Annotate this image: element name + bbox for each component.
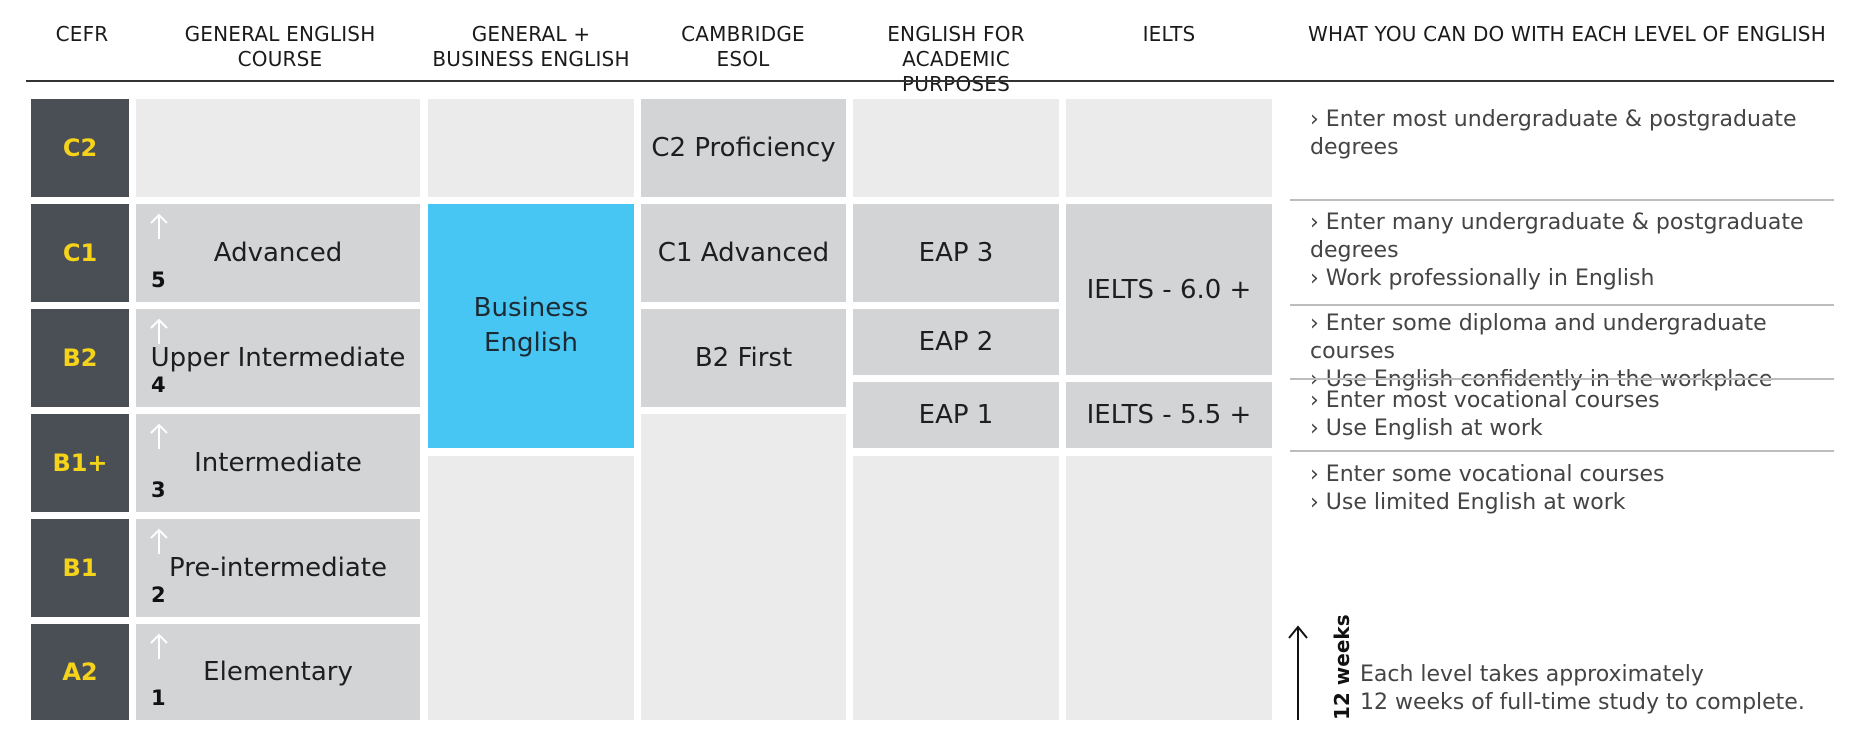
header-ielts: IELTS <box>1066 22 1272 47</box>
header-general-english: GENERAL ENGLISH COURSE <box>136 22 424 72</box>
header-what-you-can-do: WHAT YOU CAN DO WITH EACH LEVEL OF ENGLI… <box>1290 22 1834 47</box>
business-english-block: Business English <box>428 204 634 448</box>
arrow-up-icon <box>150 213 168 239</box>
eap-3: EAP 3 <box>853 204 1059 302</box>
header-ielts-line1: IELTS <box>1142 22 1196 46</box>
can-do-item: › Enter most undergraduate & postgraduat… <box>1310 107 1797 160</box>
header-cambridge-line2: ESOL <box>716 47 770 71</box>
cambridge-lower-empty <box>641 414 846 720</box>
header-business-line2: BUSINESS ENGLISH <box>432 47 630 71</box>
cambridge-c2-proficiency: C2 Proficiency <box>641 99 846 197</box>
eap-c2-empty <box>853 99 1059 197</box>
can-do-b2: › Enter some diploma and undergraduate c… <box>1310 310 1849 394</box>
level-number: 4 <box>151 373 166 397</box>
ielts-lower-empty <box>1066 456 1272 720</box>
header-cambridge-esol: CAMBRIDGE ESOL <box>640 22 846 72</box>
arrow-up-icon <box>150 528 168 554</box>
separator <box>1290 199 1834 201</box>
eap-lower-empty <box>853 456 1059 720</box>
header-cambridge-line1: CAMBRIDGE <box>681 22 805 46</box>
header-eap-line2: ACADEMIC PURPOSES <box>901 47 1011 96</box>
cambridge-b2-first: B2 First <box>641 309 846 407</box>
separator <box>1290 378 1834 380</box>
cambridge-c1-advanced: C1 Advanced <box>641 204 846 302</box>
eap-2: EAP 2 <box>853 309 1059 375</box>
header-cefr: CEFR <box>26 22 138 47</box>
arrow-up-icon <box>150 318 168 344</box>
level-label: Upper Intermediate <box>150 343 406 373</box>
header-business-line1: GENERAL + <box>471 22 591 46</box>
cefr-b1: B1 <box>31 519 129 617</box>
business-label-line2: English <box>484 328 578 358</box>
general-level-advanced: Advanced 5 <box>136 204 420 302</box>
eap-1: EAP 1 <box>853 382 1059 448</box>
weeks-note: Each level takes approximately 12 weeks … <box>1360 661 1805 717</box>
header-what-line1: WHAT YOU CAN DO WITH EACH LEVEL OF ENGLI… <box>1308 22 1826 46</box>
header-eap-line1: ENGLISH FOR <box>887 22 1025 46</box>
business-label-line1: Business <box>473 293 589 323</box>
level-label: Advanced <box>213 238 343 268</box>
can-do-c2: › Enter most undergraduate & postgraduat… <box>1310 106 1849 162</box>
header-divider <box>26 80 1834 82</box>
can-do-item: › Use English at work <box>1310 416 1543 441</box>
weeks-note-line2: 12 weeks of full-time study to complete. <box>1360 690 1805 715</box>
general-level-pre-intermediate: Pre-intermediate 2 <box>136 519 420 617</box>
business-lower-empty <box>428 456 634 720</box>
can-do-b1plus: › Enter most vocational courses › Use En… <box>1310 387 1660 443</box>
can-do-c1: › Enter many undergraduate & postgraduat… <box>1310 209 1849 293</box>
weeks-label: 12 weeks <box>1330 614 1354 720</box>
cefr-b2: B2 <box>31 309 129 407</box>
cefr-b1plus: B1+ <box>31 414 129 512</box>
header-general-line1: GENERAL ENGLISH <box>184 22 376 46</box>
general-level-elementary: Elementary 1 <box>136 624 420 720</box>
general-level-intermediate: Intermediate 3 <box>136 414 420 512</box>
weeks-note-line1: Each level takes approximately <box>1360 662 1704 687</box>
level-label: Intermediate <box>194 448 362 478</box>
level-number: 3 <box>151 478 166 502</box>
business-c2-empty <box>428 99 634 197</box>
separator <box>1290 450 1834 452</box>
can-do-item: › Enter most vocational courses <box>1310 388 1660 413</box>
level-label: Pre-intermediate <box>168 553 388 583</box>
header-general-line2: COURSE <box>237 47 323 71</box>
ielts-6: IELTS - 6.0 + <box>1066 204 1272 375</box>
header-eap: ENGLISH FOR ACADEMIC PURPOSES <box>846 22 1066 97</box>
general-c2-empty <box>136 99 420 197</box>
level-number: 1 <box>151 686 166 710</box>
can-do-b1: › Enter some vocational courses › Use li… <box>1310 461 1665 517</box>
can-do-item: › Use limited English at work <box>1310 490 1626 515</box>
general-level-upper-intermediate: Upper Intermediate 4 <box>136 309 420 407</box>
can-do-item: › Enter some vocational courses <box>1310 462 1665 487</box>
arrow-up-icon <box>1288 625 1308 720</box>
level-number: 5 <box>151 268 166 292</box>
can-do-item: › Enter some diploma and undergraduate c… <box>1310 311 1767 364</box>
arrow-up-icon <box>150 633 168 659</box>
header-business-english: GENERAL + BUSINESS ENGLISH <box>428 22 634 72</box>
cefr-a2: A2 <box>31 624 129 720</box>
can-do-item: › Work professionally in English <box>1310 266 1655 291</box>
arrow-up-icon <box>150 423 168 449</box>
header-cefr-line1: CEFR <box>55 22 109 46</box>
cefr-c2: C2 <box>31 99 129 197</box>
ielts-5-5: IELTS - 5.5 + <box>1066 382 1272 448</box>
level-number: 2 <box>151 583 166 607</box>
separator <box>1290 304 1834 306</box>
cefr-c1: C1 <box>31 204 129 302</box>
can-do-item: › Enter many undergraduate & postgraduat… <box>1310 210 1804 263</box>
level-label: Elementary <box>203 657 353 687</box>
ielts-c2-empty <box>1066 99 1272 197</box>
